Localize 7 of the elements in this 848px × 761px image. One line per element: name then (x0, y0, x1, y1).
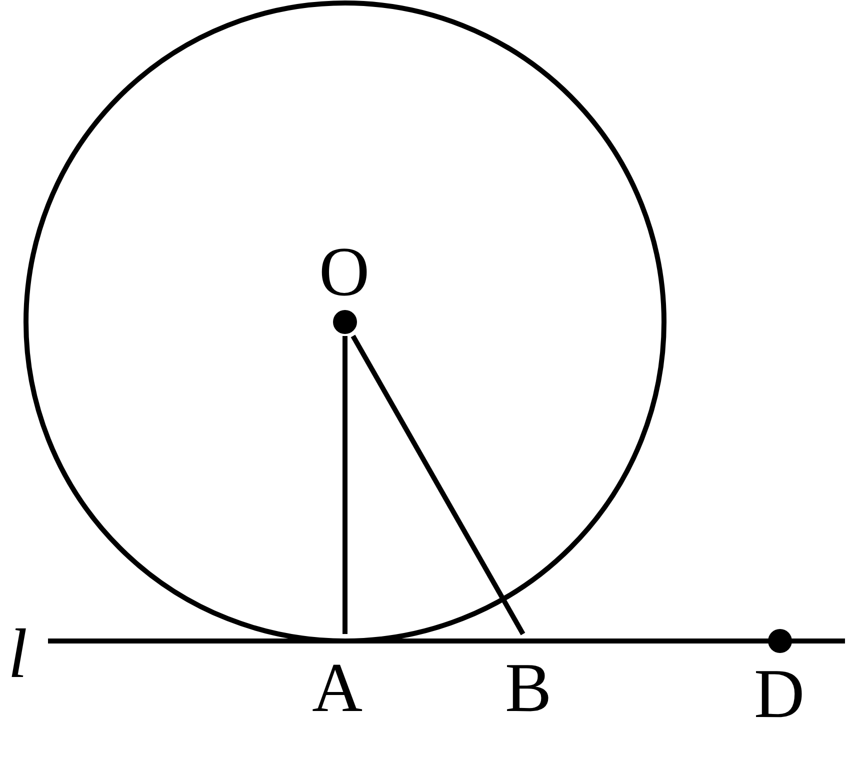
point-label: A (312, 654, 363, 724)
point-label: B (505, 654, 552, 724)
line-segment (342, 336, 348, 634)
point-label: D (754, 660, 805, 730)
point-label: O (319, 238, 370, 308)
line-segment (350, 334, 526, 636)
line-label: l (8, 620, 28, 690)
